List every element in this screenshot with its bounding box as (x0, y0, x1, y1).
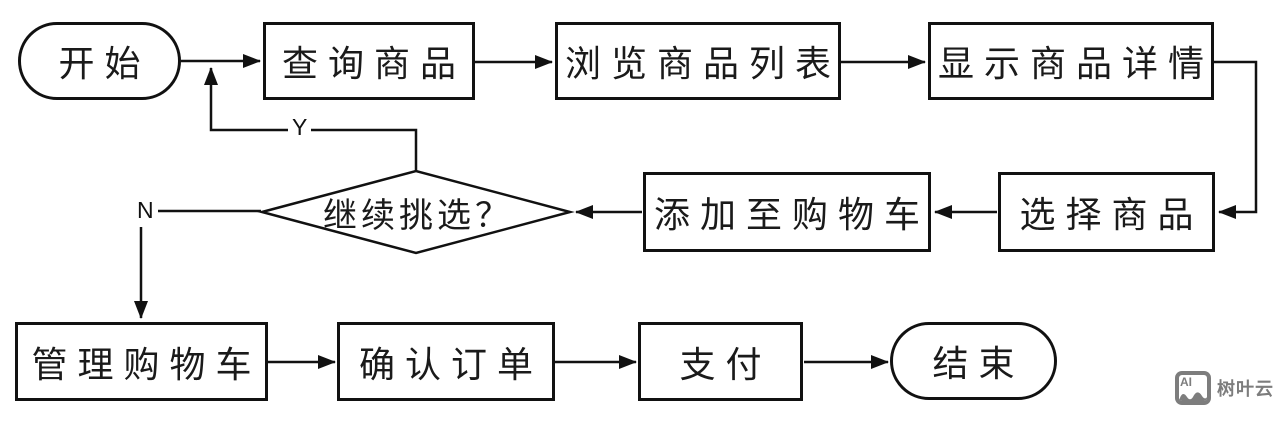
branch-label-yes: Y (288, 114, 312, 141)
node-select-label: 选择商品 (1019, 195, 1204, 235)
edge-decision-yes-loop (204, 67, 418, 172)
decision-diamond-shape (257, 169, 575, 255)
node-decision-continue: 继续挑选？ (262, 188, 570, 236)
node-decision-label: 继续挑选？ (323, 197, 513, 235)
node-show-product-detail: 显示商品详情 (928, 22, 1214, 100)
ai-photo-icon: AI (1175, 371, 1211, 405)
node-detail-label: 显示商品详情 (938, 44, 1215, 84)
node-select-product: 选择商品 (998, 172, 1215, 252)
node-query-products: 查询商品 (263, 22, 475, 100)
node-end-label: 结束 (932, 344, 1025, 384)
node-add-to-cart: 添加至购物车 (643, 172, 931, 252)
edge-detail-to-select (1214, 60, 1258, 219)
node-browse-label: 浏览商品列表 (565, 44, 842, 84)
node-manage-cart: 管理购物车 (15, 322, 268, 401)
ai-photo-icon-inner: AI (1179, 375, 1207, 401)
branch-label-no: N (133, 197, 158, 224)
node-pay-label: 支付 (679, 344, 772, 385)
node-confirm-label: 确认订单 (358, 344, 543, 385)
mountain-icon (1179, 392, 1207, 401)
node-start-label: 开始 (58, 44, 151, 84)
node-browse-product-list: 浏览商品列表 (555, 22, 841, 100)
node-manage-label: 管理购物车 (31, 344, 262, 385)
node-start: 开始 (18, 22, 181, 100)
node-query-label: 查询商品 (281, 44, 466, 84)
watermark-ai-text: AI (1180, 375, 1192, 389)
node-addcart-label: 添加至购物车 (654, 195, 931, 235)
watermark: AI 树叶云 (1175, 371, 1274, 405)
node-end: 结束 (890, 322, 1057, 400)
watermark-label: 树叶云 (1217, 379, 1274, 399)
node-confirm-order: 确认订单 (337, 322, 555, 401)
node-pay: 支付 (638, 322, 803, 401)
